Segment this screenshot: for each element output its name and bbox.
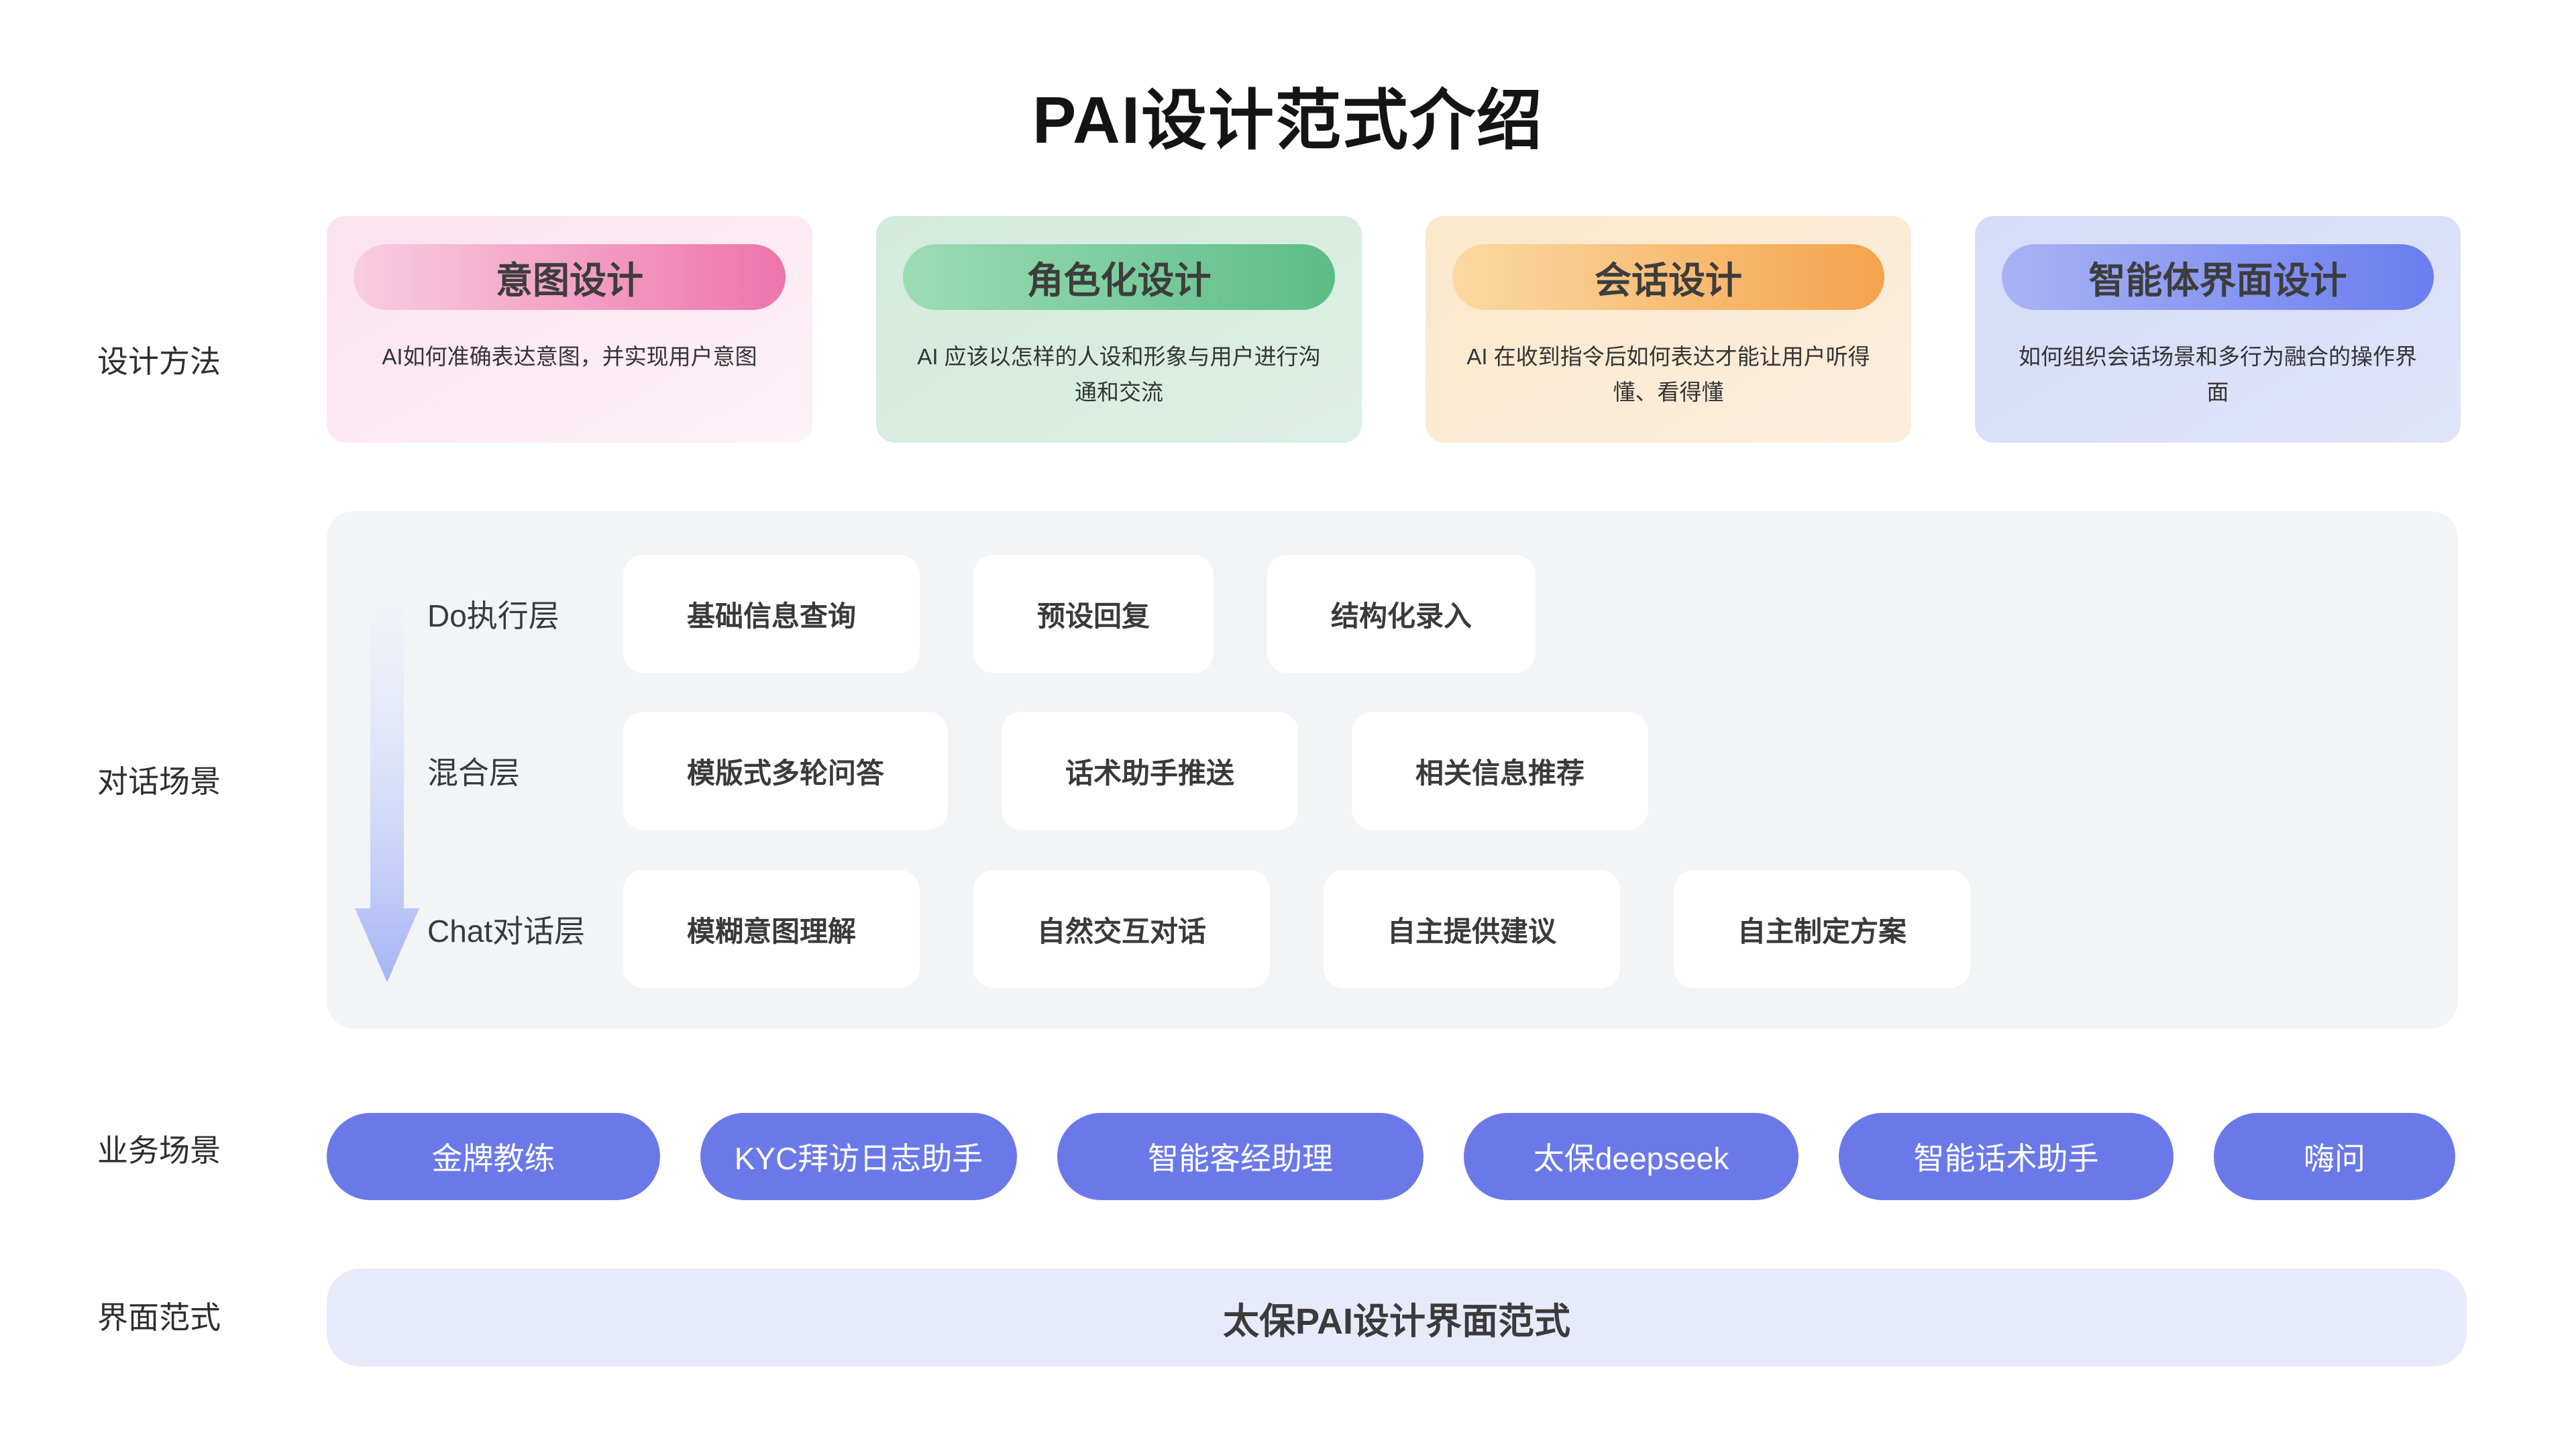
scene-card: 模糊意图理解 bbox=[623, 870, 920, 988]
method-card-persona-design: 角色化设计 AI 应该以怎样的人设和形象与用户进行沟通和交流 bbox=[876, 216, 1362, 443]
business-pill-cpic-deepseek: 太保deepseek bbox=[1464, 1113, 1799, 1200]
business-pill-haiwen: 嗨问 bbox=[2214, 1113, 2455, 1200]
layer-cards: 模糊意图理解 自然交互对话 自主提供建议 自主制定方案 bbox=[623, 870, 1971, 988]
layer-row-do: Do执行层 基础信息查询 预设回复 结构化录入 bbox=[427, 555, 1536, 673]
scene-card: 相关信息推荐 bbox=[1352, 712, 1649, 830]
business-pill-smart-script: 智能话术助手 bbox=[1839, 1113, 2174, 1200]
business-pill-kyc-visit-log: KYC拜访日志助手 bbox=[700, 1113, 1017, 1200]
method-card-conversation-design: 会话设计 AI 在收到指令后如何表达才能让用户听得懂、看得懂 bbox=[1426, 216, 1911, 443]
business-pill-smart-assistant: 智能客经助理 bbox=[1057, 1113, 1424, 1200]
row-label-design-methods: 设计方法 bbox=[97, 344, 221, 379]
business-scenes-row: 金牌教练 KYC拜访日志助手 智能客经助理 太保deepseek 智能话术助手 … bbox=[327, 1113, 2455, 1200]
scene-card: 模版式多轮问答 bbox=[623, 712, 949, 830]
method-card-title: 角色化设计 bbox=[903, 244, 1335, 310]
layer-cards: 模版式多轮问答 话术助手推送 相关信息推荐 bbox=[623, 712, 1649, 830]
design-methods-row: 意图设计 AI如何准确表达意图，并实现用户意图 角色化设计 AI 应该以怎样的人… bbox=[327, 216, 2461, 443]
row-label-business-scenes: 业务场景 bbox=[97, 1133, 221, 1168]
scene-card: 自主提供建议 bbox=[1324, 870, 1621, 988]
method-card-description: 如何组织会话场景和多行为融合的操作界面 bbox=[2019, 344, 2417, 405]
method-card-agent-interface-design: 智能体界面设计 如何组织会话场景和多行为融合的操作界面 bbox=[1975, 216, 2461, 443]
down-arrow-icon bbox=[355, 604, 419, 982]
scene-card: 自然交互对话 bbox=[973, 870, 1271, 988]
scene-card: 预设回复 bbox=[973, 555, 1214, 673]
scene-card: 话术助手推送 bbox=[1002, 712, 1299, 830]
method-card-title: 意图设计 bbox=[354, 244, 786, 310]
scene-card: 基础信息查询 bbox=[623, 555, 920, 673]
business-pill-gold-coach: 金牌教练 bbox=[327, 1113, 660, 1200]
scene-card: 结构化录入 bbox=[1267, 555, 1536, 673]
method-card-title: 会话设计 bbox=[1452, 244, 1884, 310]
interface-paradigm-bar: 太保PAI设计界面范式 bbox=[327, 1269, 2467, 1366]
method-card-description: AI如何准确表达意图，并实现用户意图 bbox=[382, 344, 757, 369]
page-title: PAI设计范式介绍 bbox=[1032, 83, 1544, 157]
method-card-title: 智能体界面设计 bbox=[2002, 244, 2434, 310]
method-card-description: AI 应该以怎样的人设和形象与用户进行沟通和交流 bbox=[917, 344, 1321, 405]
layer-name: 混合层 bbox=[427, 755, 520, 790]
dialog-scenes-panel: Do执行层 基础信息查询 预设回复 结构化录入 混合层 模版式多轮问答 话术助手… bbox=[327, 511, 2458, 1028]
method-card-description: AI 在收到指令后如何表达才能让用户听得懂、看得懂 bbox=[1466, 344, 1870, 405]
layer-row-chat: Chat对话层 模糊意图理解 自然交互对话 自主提供建议 自主制定方案 bbox=[427, 870, 1971, 988]
layer-row-hybrid: 混合层 模版式多轮问答 话术助手推送 相关信息推荐 bbox=[427, 712, 1649, 830]
row-label-dialog-scenes: 对话场景 bbox=[97, 764, 221, 799]
layer-cards: 基础信息查询 预设回复 结构化录入 bbox=[623, 555, 1536, 673]
layer-name: Chat对话层 bbox=[427, 914, 586, 949]
method-card-intent-design: 意图设计 AI如何准确表达意图，并实现用户意图 bbox=[327, 216, 812, 443]
row-label-interface-paradigm: 界面范式 bbox=[97, 1300, 221, 1335]
layer-name: Do执行层 bbox=[427, 598, 559, 633]
scene-card: 自主制定方案 bbox=[1674, 870, 1971, 988]
